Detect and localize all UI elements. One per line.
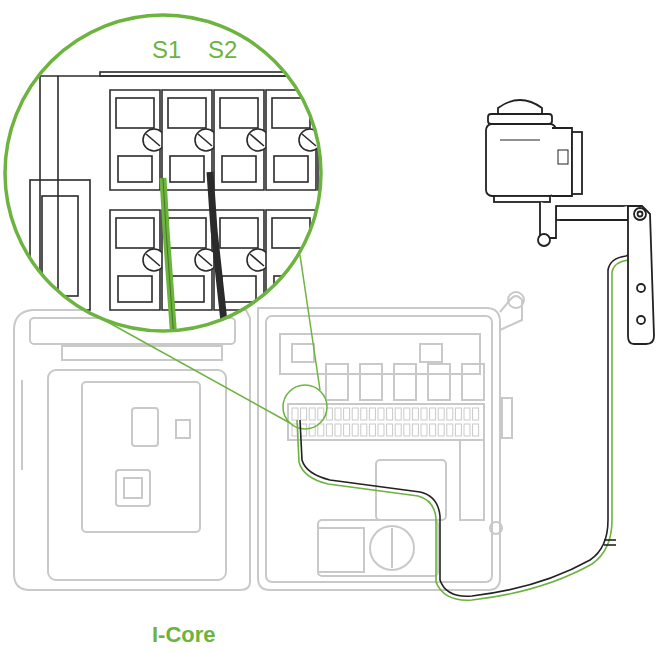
zoom-view xyxy=(30,60,373,340)
terminal xyxy=(430,424,436,436)
product-name: I-Core xyxy=(152,624,216,646)
magnifier-ring xyxy=(5,15,321,331)
terminal xyxy=(344,424,350,436)
terminal-block xyxy=(318,90,373,190)
rain-sensor xyxy=(486,100,654,344)
terminal xyxy=(447,408,453,420)
terminal xyxy=(369,408,375,420)
terminal xyxy=(361,424,367,436)
terminal xyxy=(369,424,375,436)
terminal xyxy=(395,408,401,420)
terminal xyxy=(344,408,350,420)
terminal xyxy=(421,424,427,436)
terminal xyxy=(404,408,410,420)
terminal xyxy=(378,424,384,436)
terminal xyxy=(309,424,315,436)
zoom-leader xyxy=(86,255,320,423)
terminal xyxy=(464,424,470,436)
terminal-strip xyxy=(292,408,479,436)
terminal-block xyxy=(110,210,165,310)
terminal xyxy=(473,408,479,420)
terminal xyxy=(378,408,384,420)
sensor-cable xyxy=(297,252,636,600)
terminal xyxy=(404,424,410,436)
controller-housing xyxy=(14,292,524,590)
terminal xyxy=(352,424,358,436)
terminal xyxy=(318,408,324,420)
terminal-block xyxy=(266,90,321,190)
terminal-block xyxy=(318,210,373,310)
terminal xyxy=(301,408,307,420)
terminal xyxy=(395,424,401,436)
terminal-block xyxy=(214,90,269,190)
terminal xyxy=(438,424,444,436)
terminal xyxy=(309,408,315,420)
terminal xyxy=(421,408,427,420)
terminal xyxy=(447,424,453,436)
terminal xyxy=(326,424,332,436)
terminal xyxy=(335,424,341,436)
terminal xyxy=(473,424,479,436)
terminal-block xyxy=(110,90,165,190)
terminal xyxy=(387,408,393,420)
terminal xyxy=(412,408,418,420)
terminal xyxy=(464,408,470,420)
terminal xyxy=(292,408,298,420)
terminal xyxy=(361,408,367,420)
terminal xyxy=(352,408,358,420)
terminal xyxy=(455,424,461,436)
terminal xyxy=(335,408,341,420)
terminal xyxy=(438,408,444,420)
terminal xyxy=(412,424,418,436)
terminal-label: S1 xyxy=(152,38,181,62)
terminal xyxy=(387,424,393,436)
terminal-label: S2 xyxy=(208,38,237,62)
terminal xyxy=(455,408,461,420)
terminal xyxy=(430,408,436,420)
terminal xyxy=(318,424,324,436)
